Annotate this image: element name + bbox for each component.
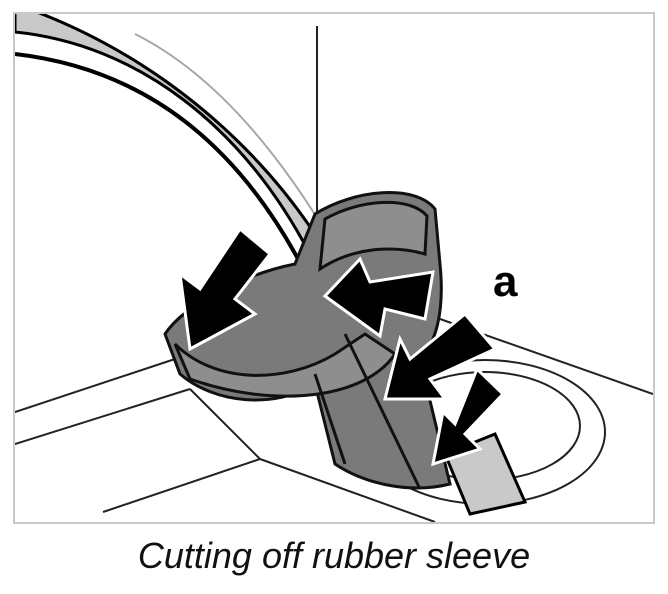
figure-caption: Cutting off rubber sleeve bbox=[137, 535, 531, 576]
illustration-frame bbox=[13, 12, 655, 524]
hose-sleeve-illustration bbox=[15, 14, 653, 522]
rubber-sleeve bbox=[163, 191, 452, 490]
arrow-icon bbox=[431, 366, 506, 467]
arrow-icon bbox=[383, 311, 498, 401]
arrow-icon bbox=[322, 256, 435, 339]
arrow-icon bbox=[178, 226, 273, 352]
callout-label-a: a bbox=[493, 257, 518, 306]
